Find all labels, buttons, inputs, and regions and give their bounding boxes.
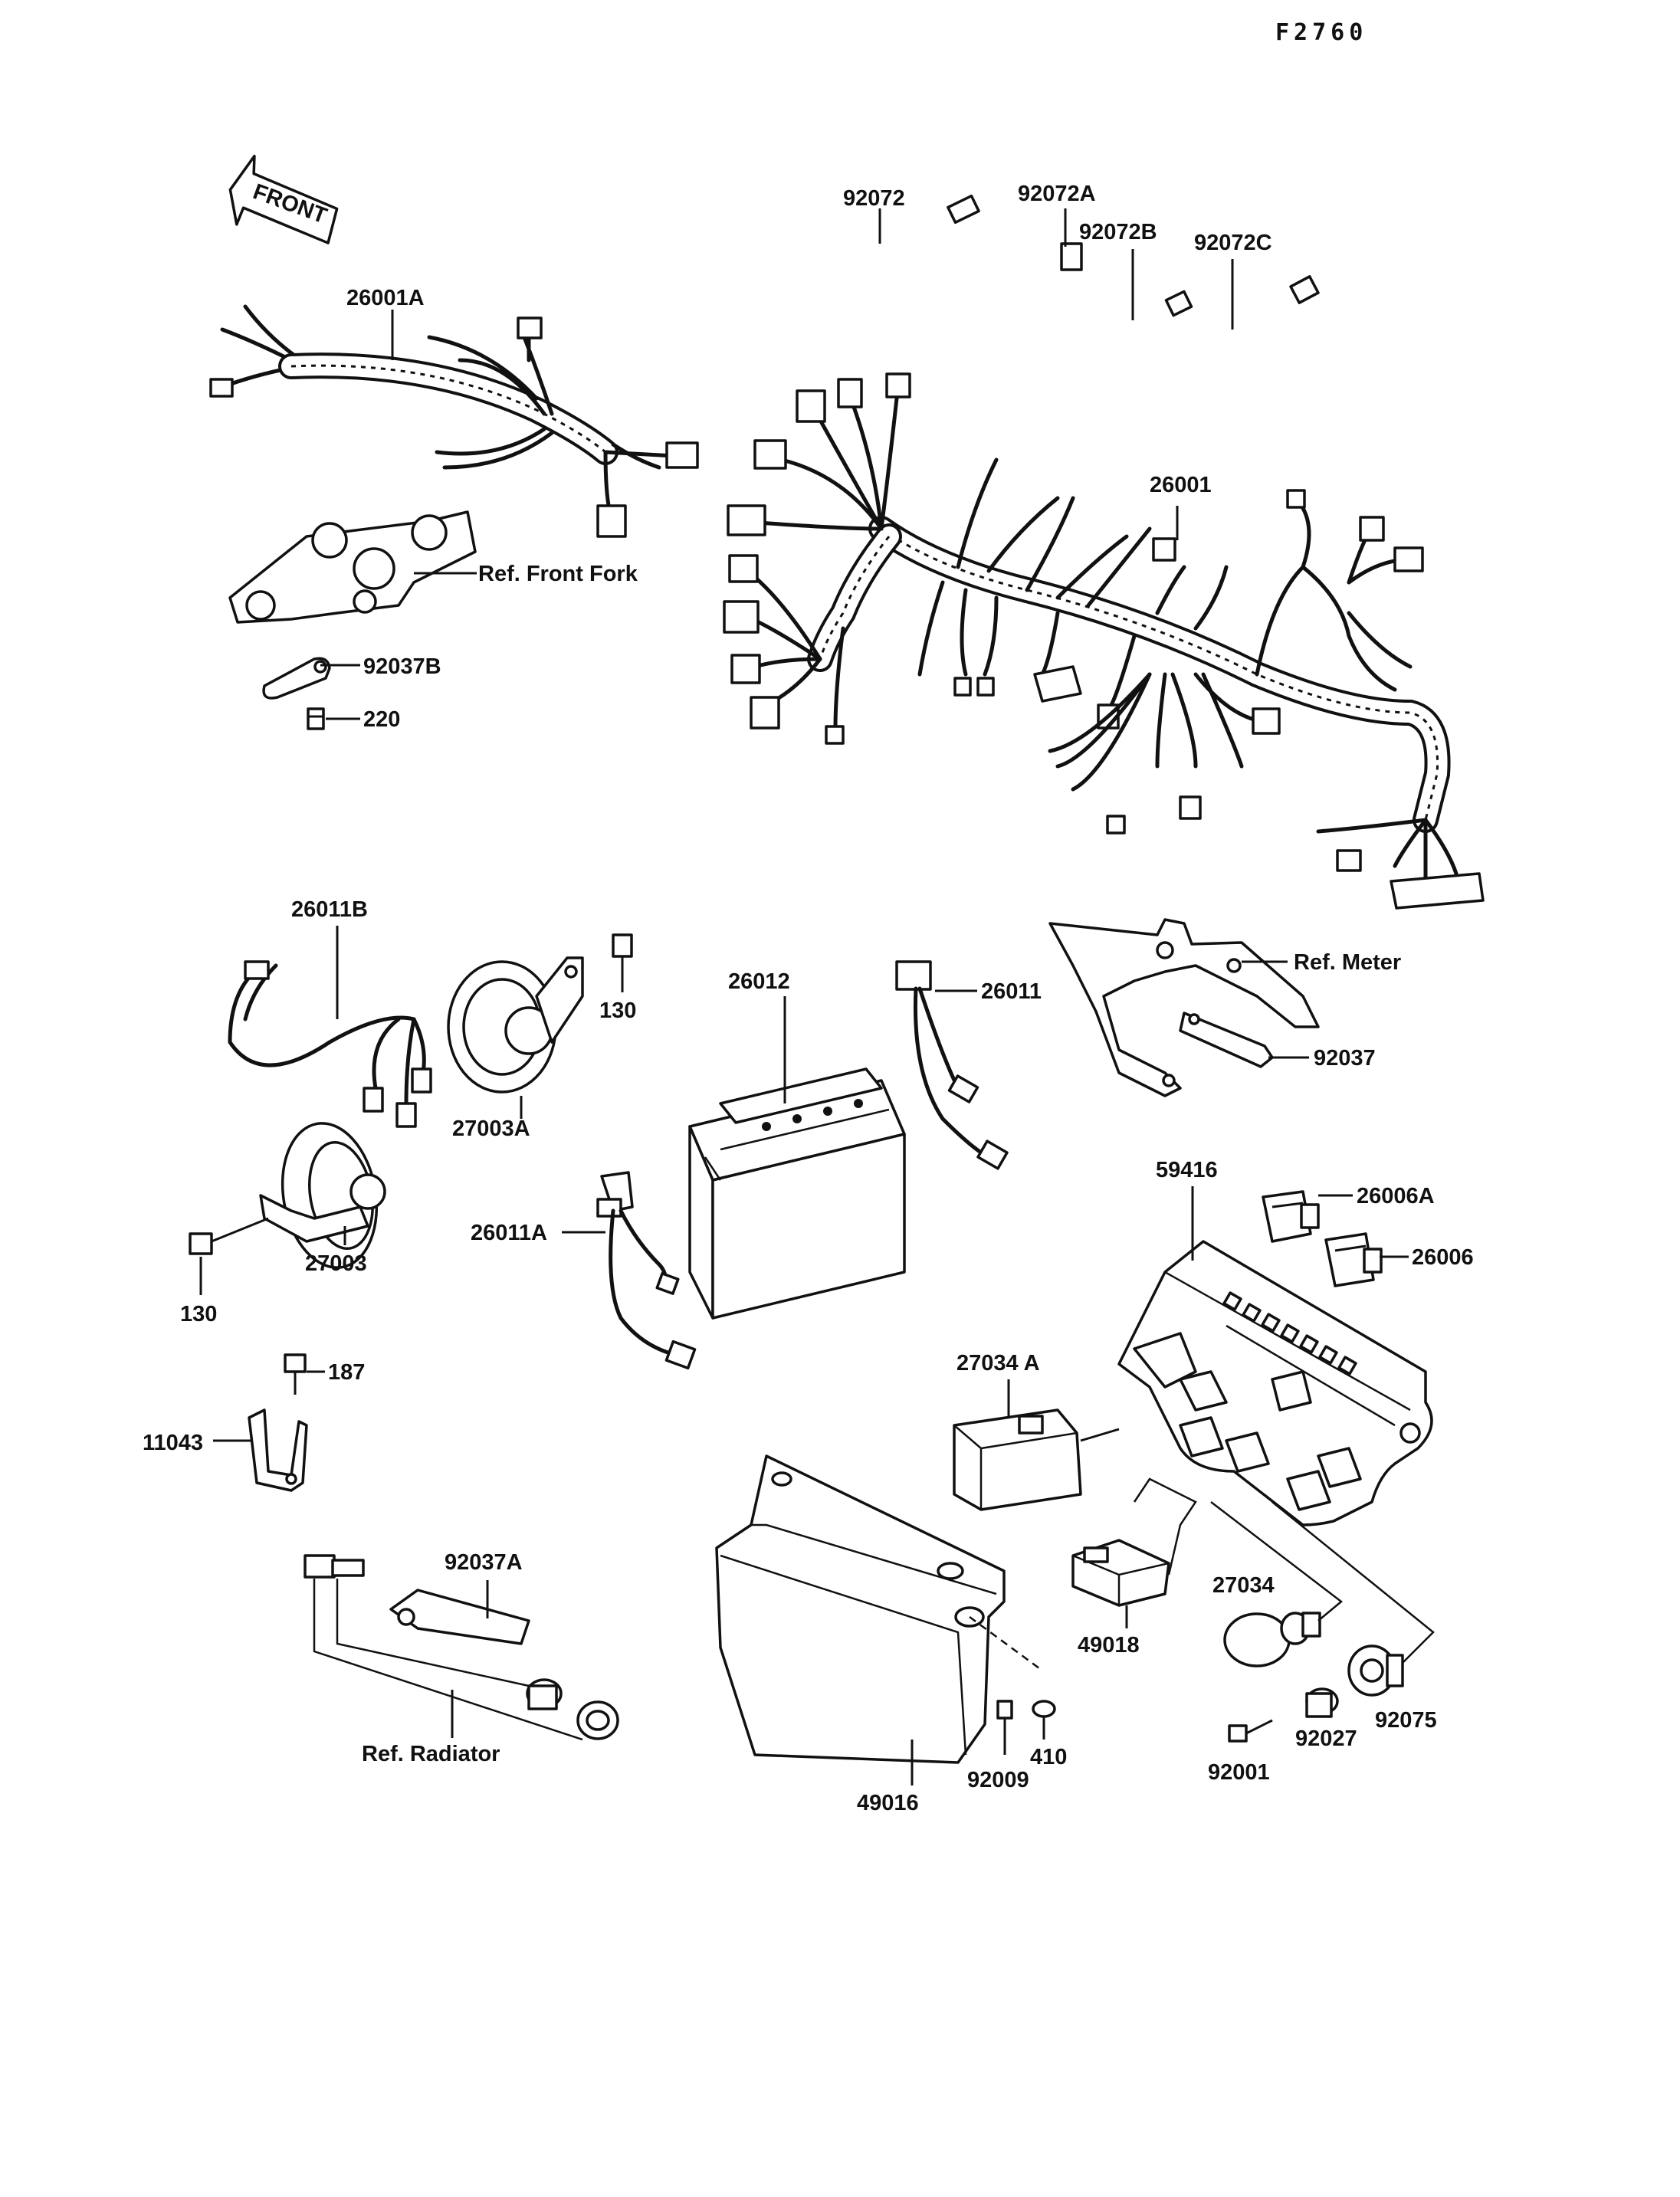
- bolt-187: [284, 1353, 307, 1395]
- bolt-130-bottom: [189, 1217, 269, 1255]
- leader-49018-link: [1133, 1477, 1197, 1576]
- bracket-11043: [248, 1408, 308, 1492]
- horn-27003: [259, 1122, 386, 1269]
- label-92075: 92075: [1375, 1708, 1437, 1733]
- front-arrow-icon: FRONT: [228, 154, 339, 244]
- bracket-92037a: [389, 1589, 530, 1645]
- sub-harness-26001a: [209, 304, 699, 538]
- leader-27034-link: [1210, 1501, 1344, 1622]
- bracket-92037: [1179, 1012, 1274, 1068]
- screw-92009: [996, 1700, 1013, 1755]
- label-130-bottom: 130: [180, 1302, 217, 1326]
- relay-27034: [1223, 1612, 1321, 1667]
- label-59416: 59416: [1156, 1158, 1218, 1182]
- relay-27034a: [953, 1408, 1082, 1511]
- label-26006: 26006: [1412, 1245, 1474, 1270]
- battery-26012: [688, 1067, 906, 1320]
- label-ref-radiator: Ref. Radiator: [362, 1742, 500, 1766]
- label-92072: 92072: [843, 186, 905, 211]
- label-187: 187: [328, 1360, 365, 1385]
- label-ref-front-fork: Ref. Front Fork: [478, 562, 638, 586]
- bracket-92037b: [262, 657, 331, 700]
- label-92072c: 92072C: [1194, 231, 1272, 255]
- fuse-26006: [1324, 1232, 1383, 1287]
- main-harness-26001: [723, 372, 1485, 910]
- cable-tie-92072c: [1139, 275, 1320, 377]
- label-92027: 92027: [1295, 1726, 1357, 1751]
- cable-tie-92072: [846, 194, 980, 270]
- lead-26011a: [596, 1171, 697, 1370]
- cable-tie-92072b: [1059, 290, 1193, 364]
- label-11043: 11043: [143, 1431, 203, 1455]
- relay-49018: [1071, 1539, 1170, 1607]
- meter-bracket: [1048, 918, 1320, 1097]
- horn-27003a: [447, 956, 584, 1094]
- label-92072b: 92072B: [1079, 220, 1157, 244]
- label-220: 220: [363, 707, 400, 732]
- fuse-26006a: [1262, 1190, 1320, 1243]
- label-26001a: 26001A: [346, 286, 425, 310]
- label-26011a: 26011A: [471, 1221, 547, 1245]
- cover-49016: [715, 1454, 1006, 1764]
- washer-410: [1032, 1700, 1056, 1718]
- label-26012: 26012: [728, 969, 790, 994]
- lead-26011: [895, 960, 1009, 1170]
- upper-fork-bracket: [228, 510, 477, 624]
- radiator-bolt: [304, 1554, 365, 1579]
- label-92072a: 92072A: [1018, 182, 1096, 206]
- label-26006a: 26006A: [1357, 1184, 1435, 1208]
- grommet-92075: [1347, 1644, 1404, 1697]
- junction-box-59416: [1117, 1240, 1433, 1526]
- label-27003: 27003: [305, 1251, 367, 1276]
- radiator-link-b: [313, 1579, 583, 1741]
- label-92037a: 92037A: [445, 1550, 523, 1575]
- label-26011b: 26011B: [291, 897, 368, 922]
- radiator-collar: [526, 1678, 563, 1710]
- leader-27034a-link: [1080, 1428, 1120, 1442]
- assembly-line-cover-screw: [969, 1615, 1043, 1672]
- label-27034: 27034: [1212, 1573, 1275, 1598]
- label-92037: 92037: [1314, 1046, 1376, 1071]
- label-27003a: 27003A: [452, 1117, 530, 1141]
- label-92037b: 92037B: [363, 654, 441, 679]
- figure-id: F2760: [1275, 19, 1367, 46]
- label-130-top: 130: [599, 998, 636, 1023]
- radiator-grommet: [576, 1700, 619, 1740]
- label-49018: 49018: [1078, 1633, 1140, 1658]
- lead-26011b: [228, 960, 432, 1128]
- collar-92027: [1305, 1687, 1339, 1718]
- label-ref-meter: Ref. Meter: [1294, 950, 1401, 975]
- label-410: 410: [1030, 1745, 1067, 1769]
- label-92001: 92001: [1208, 1760, 1270, 1785]
- label-49016: 49016: [857, 1791, 919, 1815]
- bolt-220: [307, 707, 325, 730]
- label-26011: 26011: [981, 979, 1042, 1004]
- label-27034a: 27034 A: [956, 1351, 1040, 1376]
- radiator-link-a: [336, 1579, 530, 1687]
- label-92009: 92009: [967, 1768, 1029, 1792]
- label-26001: 26001: [1150, 473, 1212, 497]
- bolt-92001: [1228, 1719, 1273, 1743]
- leader-92075-link: [1271, 1501, 1435, 1664]
- cable-tie-92072a: [958, 242, 1083, 314]
